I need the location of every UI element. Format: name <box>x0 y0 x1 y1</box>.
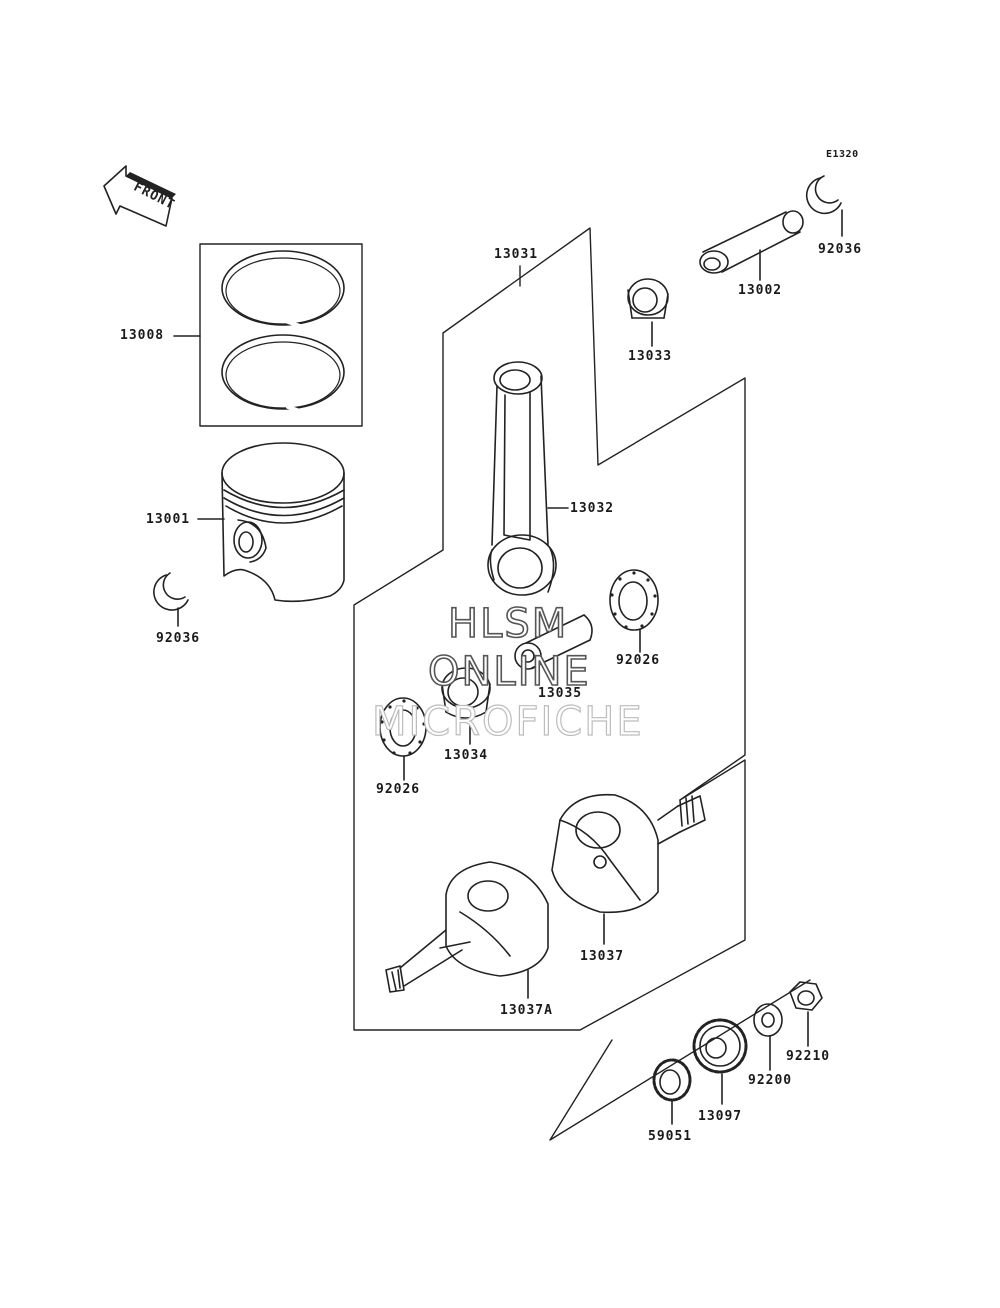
part-label-13097[interactable]: 13097 <box>698 1109 743 1124</box>
part-label-92200[interactable]: 92200 <box>748 1073 793 1088</box>
thrust-washer-right[interactable] <box>609 569 659 653</box>
part-label-92026-left[interactable]: 92026 <box>376 782 421 797</box>
part-label-13034[interactable]: 13034 <box>444 748 489 763</box>
part-label-92026-right[interactable]: 92026 <box>616 653 661 668</box>
crankshaft-right[interactable] <box>551 793 706 945</box>
connecting-rod[interactable] <box>487 361 557 596</box>
piston[interactable] <box>221 442 345 603</box>
front-arrow-icon <box>103 165 176 227</box>
snap-ring-right[interactable] <box>805 175 843 237</box>
piston-ring-set[interactable] <box>199 243 363 427</box>
thrust-washer-left[interactable] <box>379 697 427 781</box>
small-end-bearing[interactable] <box>627 278 669 347</box>
part-label-92036-left[interactable]: 92036 <box>156 631 201 646</box>
watermark-line-1: HLSM <box>447 601 569 647</box>
figure-code: E1320 <box>826 149 859 160</box>
part-label-13008[interactable]: 13008 <box>120 328 165 343</box>
part-label-13037A[interactable]: 13037A <box>500 1003 553 1018</box>
part-label-13002[interactable]: 13002 <box>738 283 783 298</box>
watermark-line-2: ONLINE <box>427 649 591 695</box>
crank-assembly-outline <box>353 227 746 1031</box>
watermark-line-3: MICROFICHE <box>371 699 644 745</box>
part-label-13031[interactable]: 13031 <box>494 247 539 262</box>
snap-ring-left[interactable] <box>153 572 189 627</box>
part-label-13033[interactable]: 13033 <box>628 349 673 364</box>
crankshaft-left[interactable] <box>385 861 549 999</box>
crank-pin[interactable] <box>514 614 593 683</box>
primary-gear[interactable] <box>652 1058 692 1125</box>
piston-pin[interactable] <box>699 210 804 281</box>
gear-group-outline <box>549 979 811 1141</box>
washer[interactable] <box>753 1003 783 1071</box>
crankshaft-gear[interactable] <box>692 1018 748 1105</box>
flange-nut[interactable] <box>789 981 823 1047</box>
part-label-13037[interactable]: 13037 <box>580 949 625 964</box>
big-end-bearing[interactable] <box>441 667 491 745</box>
part-label-13001[interactable]: 13001 <box>146 512 191 527</box>
part-label-59051[interactable]: 59051 <box>648 1129 693 1144</box>
part-label-13035[interactable]: 13035 <box>538 686 583 701</box>
part-label-13032[interactable]: 13032 <box>570 501 615 516</box>
part-label-92036-right[interactable]: 92036 <box>818 242 863 257</box>
part-label-92210[interactable]: 92210 <box>786 1049 831 1064</box>
